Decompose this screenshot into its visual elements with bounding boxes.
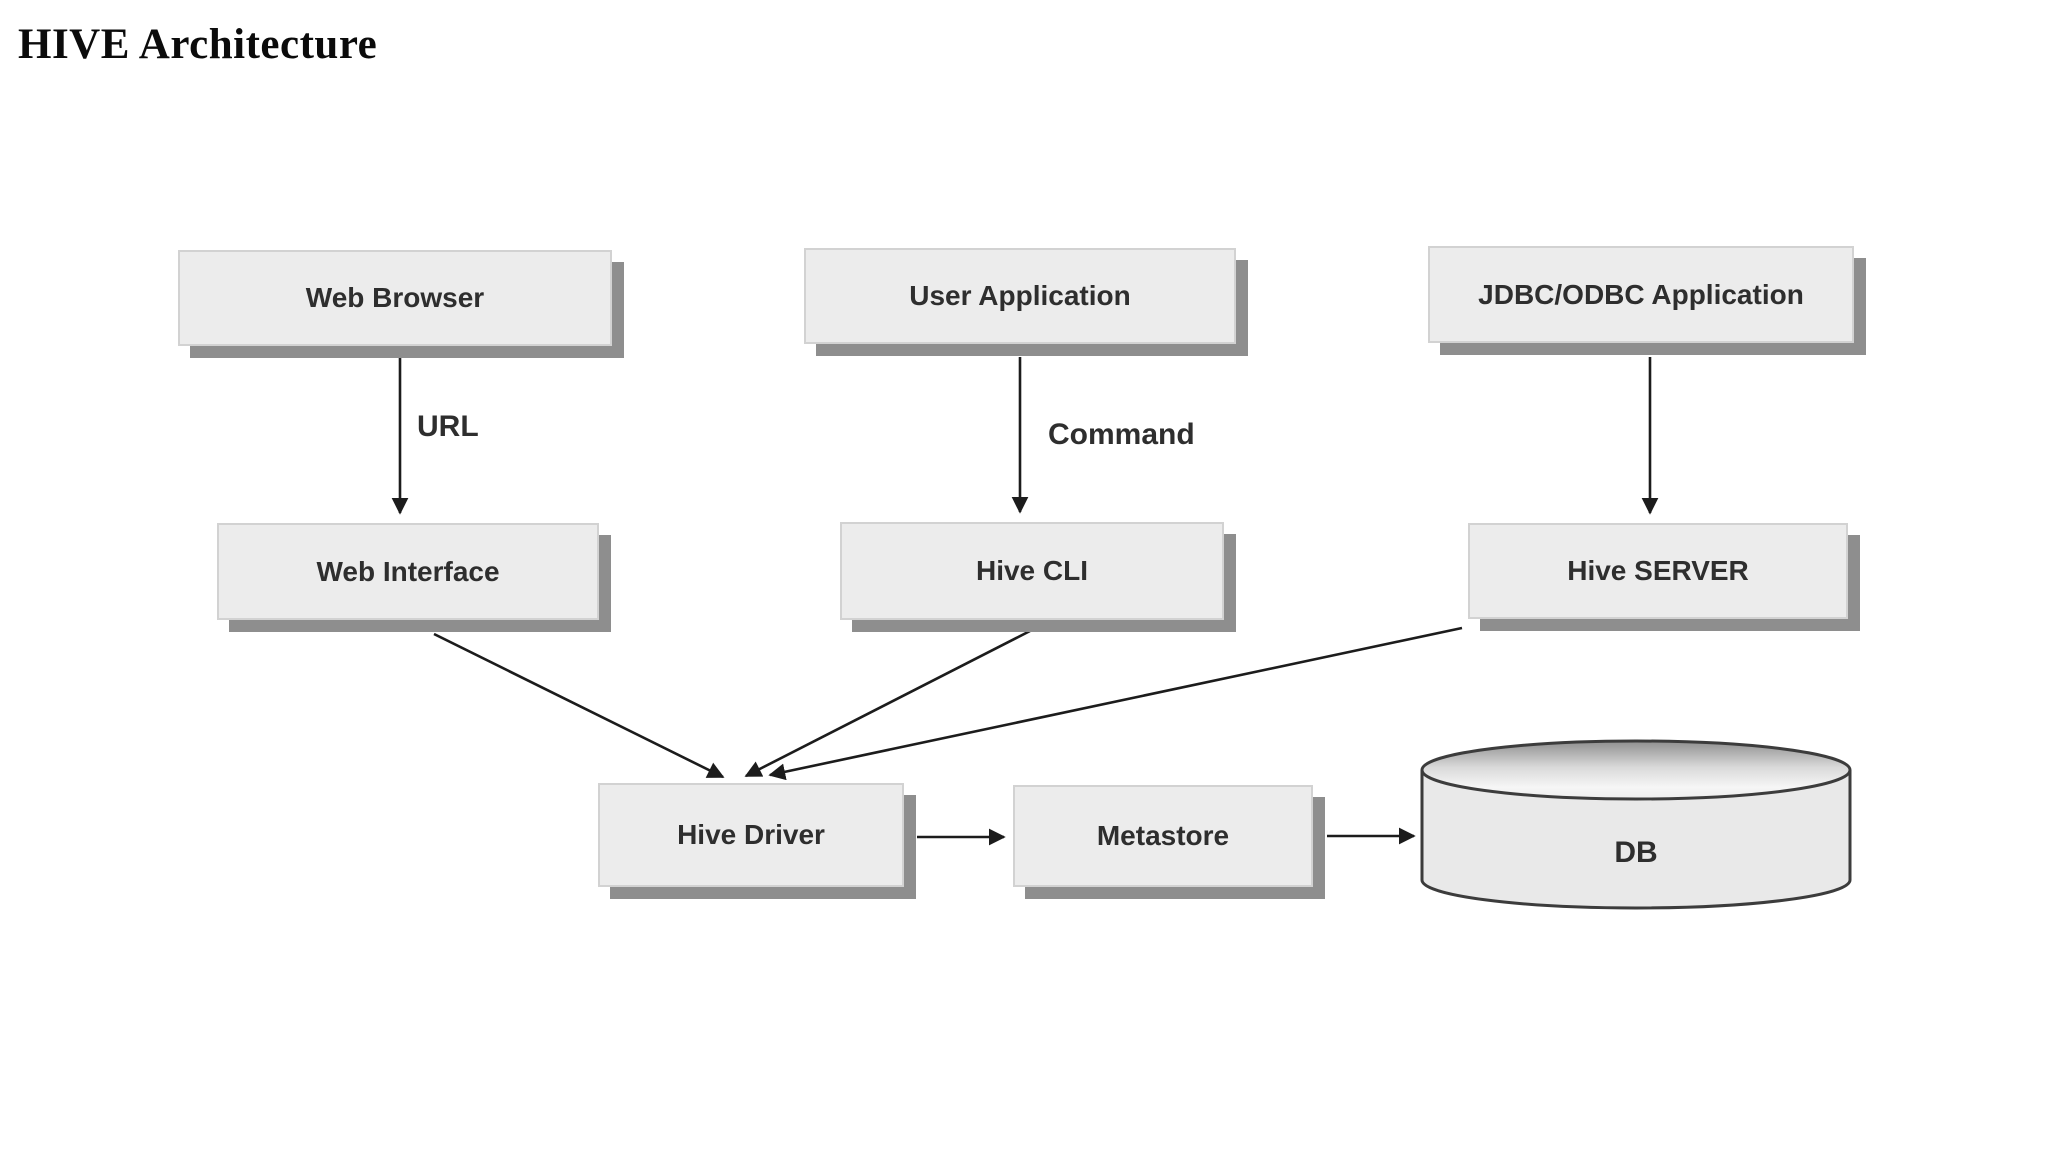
- node-user-application: User Application: [804, 248, 1236, 344]
- edge-label-url: URL: [417, 410, 479, 443]
- node-label: Metastore: [1096, 820, 1230, 851]
- node-label: Hive CLI: [975, 555, 1089, 586]
- node-hive-cli: Hive CLI: [840, 522, 1224, 620]
- node-label-db: DB: [1614, 836, 1658, 869]
- db-cylinder: [1420, 739, 1852, 910]
- node-hive-driver: Hive Driver: [598, 783, 904, 887]
- node-label: Hive SERVER: [1567, 555, 1749, 586]
- node-label: JDBC/ODBC Application: [1478, 278, 1804, 310]
- edge-web-interface-to-hive-driver: [433, 632, 725, 779]
- node-hive-server: Hive SERVER: [1468, 523, 1848, 619]
- node-label: Hive Driver: [677, 819, 825, 850]
- node-metastore: Metastore: [1013, 785, 1313, 887]
- db-cylinder-top: [1420, 739, 1852, 801]
- node-web-interface: Web Interface: [217, 523, 599, 620]
- node-jdbc-odbc-application: JDBC/ODBC Application: [1428, 246, 1854, 343]
- node-web-browser: Web Browser: [178, 250, 612, 346]
- node-label: Web Browser: [305, 282, 485, 313]
- page-title: HIVE Architecture: [18, 21, 378, 68]
- node-label: Web Interface: [316, 555, 500, 587]
- edge-label-command: Command: [1048, 418, 1195, 451]
- edge-hive-server-to-hive-driver: [768, 626, 1463, 781]
- edge-hive-cli-to-hive-driver: [744, 629, 1031, 778]
- node-label: User Application: [909, 280, 1131, 311]
